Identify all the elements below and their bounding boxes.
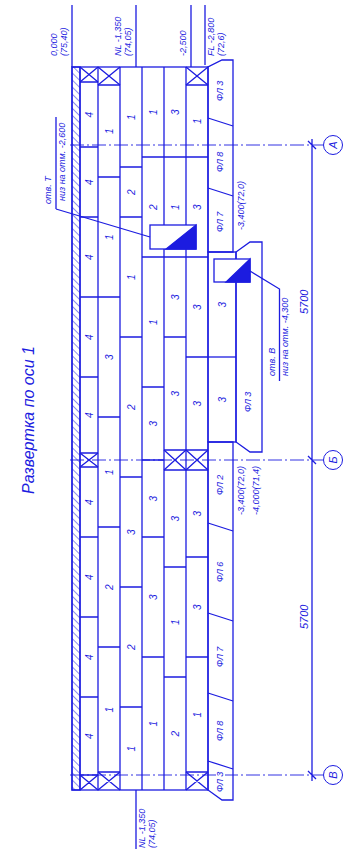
block-number: 1 bbox=[170, 618, 181, 626]
level-mark: NL -1,350 (74,05) bbox=[114, 3, 134, 57]
block-number: 2 bbox=[104, 583, 115, 591]
axis-letter: В bbox=[328, 771, 339, 778]
level-mark: -3,400(72,0) bbox=[237, 465, 247, 516]
block-number: 2 bbox=[170, 730, 181, 738]
block-number: 1 bbox=[148, 108, 159, 116]
block-number: 3 bbox=[217, 301, 228, 309]
foundation-pad-label: ФЛ 3 bbox=[216, 771, 226, 793]
block-number: 4 bbox=[84, 253, 95, 261]
block-number: 3 bbox=[170, 390, 181, 398]
block-number: 3 bbox=[192, 400, 203, 408]
opening-note: низ на отм. -2,600 bbox=[58, 122, 68, 202]
level-mark: NL -1,350 (74,05) bbox=[138, 797, 158, 849]
foundation-pad-label: ФЛ 7 bbox=[216, 211, 226, 233]
level-mark: -2,500 bbox=[179, 3, 189, 57]
block-number: 4 bbox=[84, 653, 95, 661]
foundation-pad-label: ФЛ 2 bbox=[216, 474, 226, 496]
block-number: 1 bbox=[192, 711, 203, 719]
block-number: 3 bbox=[192, 303, 203, 311]
block-number: 3 bbox=[192, 203, 203, 211]
block-number: 1 bbox=[126, 273, 137, 281]
block-number: 2 bbox=[126, 403, 137, 411]
block-number: 1 bbox=[126, 745, 137, 753]
axis-bubble: А bbox=[323, 135, 343, 155]
block-number: 1 bbox=[104, 706, 115, 714]
block-number: 1 bbox=[104, 233, 115, 241]
foundation-pad-label: ФЛ 3 bbox=[244, 391, 254, 413]
foundation-pad-label: ФЛ 3 bbox=[216, 80, 226, 102]
foundation-pad-label: ФЛ 8 bbox=[216, 151, 226, 173]
opening-note: отв. Т bbox=[44, 175, 54, 205]
level-mark: -4,000(71,4) bbox=[252, 465, 262, 516]
opening-note: отв. В bbox=[268, 347, 278, 377]
dimension: 5700 bbox=[298, 604, 310, 630]
block-number: 1 bbox=[148, 720, 159, 728]
block-number: 1 bbox=[104, 127, 115, 135]
block-number: 4 bbox=[84, 178, 95, 186]
block-number: 1 bbox=[148, 318, 159, 326]
axis-bubble: В bbox=[323, 765, 343, 785]
level-mark: 0,000 (75,40) bbox=[50, 3, 70, 57]
block-number: 3 bbox=[148, 593, 159, 601]
foundation-pad-label: ФЛ 8 bbox=[216, 720, 226, 742]
dimension: 5700 bbox=[298, 289, 310, 315]
block-number: 4 bbox=[84, 498, 95, 506]
block-number: 4 bbox=[84, 732, 95, 740]
block-number: 3 bbox=[192, 603, 203, 611]
level-mark: FL -2,800 (72,6) bbox=[207, 3, 227, 57]
block-number: 4 bbox=[84, 411, 95, 419]
block-number: 2 bbox=[126, 643, 137, 651]
axis-letter: А bbox=[328, 141, 339, 148]
block-number: 1 bbox=[104, 468, 115, 476]
block-number: 3 bbox=[104, 353, 115, 361]
axis-letter: Б bbox=[328, 456, 339, 463]
block-number: 3 bbox=[170, 108, 181, 116]
block-number: 1 bbox=[126, 113, 137, 121]
block-number: 3 bbox=[170, 293, 181, 301]
block-number: 1 bbox=[170, 203, 181, 211]
block-number: 3 bbox=[192, 510, 203, 518]
axis-bubble: Б bbox=[323, 450, 343, 470]
foundation-pad-label: ФЛ 6 bbox=[216, 561, 226, 583]
block-number: 2 bbox=[126, 188, 137, 196]
block-number: 4 bbox=[84, 333, 95, 341]
level-mark: -3,400(72,0) bbox=[237, 180, 247, 231]
block-number: 3 bbox=[126, 528, 137, 536]
block-number: 2 bbox=[148, 203, 159, 211]
block-number: 4 bbox=[84, 573, 95, 581]
block-number: 3 bbox=[217, 396, 228, 404]
block-number: 3 bbox=[148, 495, 159, 503]
block-number: 3 bbox=[170, 515, 181, 523]
block-number: 1 bbox=[192, 117, 203, 125]
block-number: 3 bbox=[148, 420, 159, 428]
foundation-pad-label: ФЛ 7 bbox=[216, 646, 226, 668]
drawing-title: Развертка по оси 1 bbox=[20, 345, 38, 495]
block-number: 4 bbox=[84, 111, 95, 119]
opening-note: низ на отм. -4,300 bbox=[281, 297, 291, 377]
